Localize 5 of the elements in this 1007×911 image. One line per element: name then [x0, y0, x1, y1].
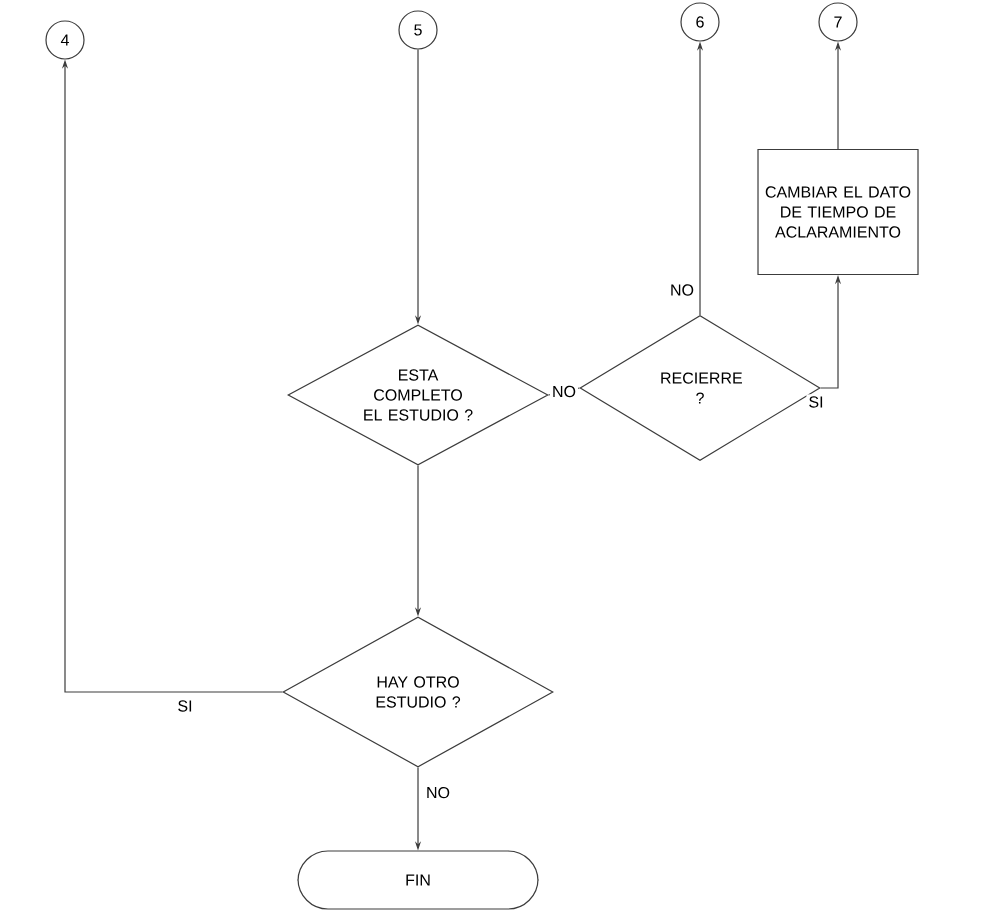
process-box: CAMBIAR EL DATO DE TIEMPO DE ACLARAMIENTO: [757, 148, 919, 276]
terminator-box: FIN: [297, 850, 539, 910]
edge-label: SI: [175, 698, 195, 714]
edge-label: NO: [668, 282, 696, 298]
edge-label: SI: [806, 394, 826, 410]
